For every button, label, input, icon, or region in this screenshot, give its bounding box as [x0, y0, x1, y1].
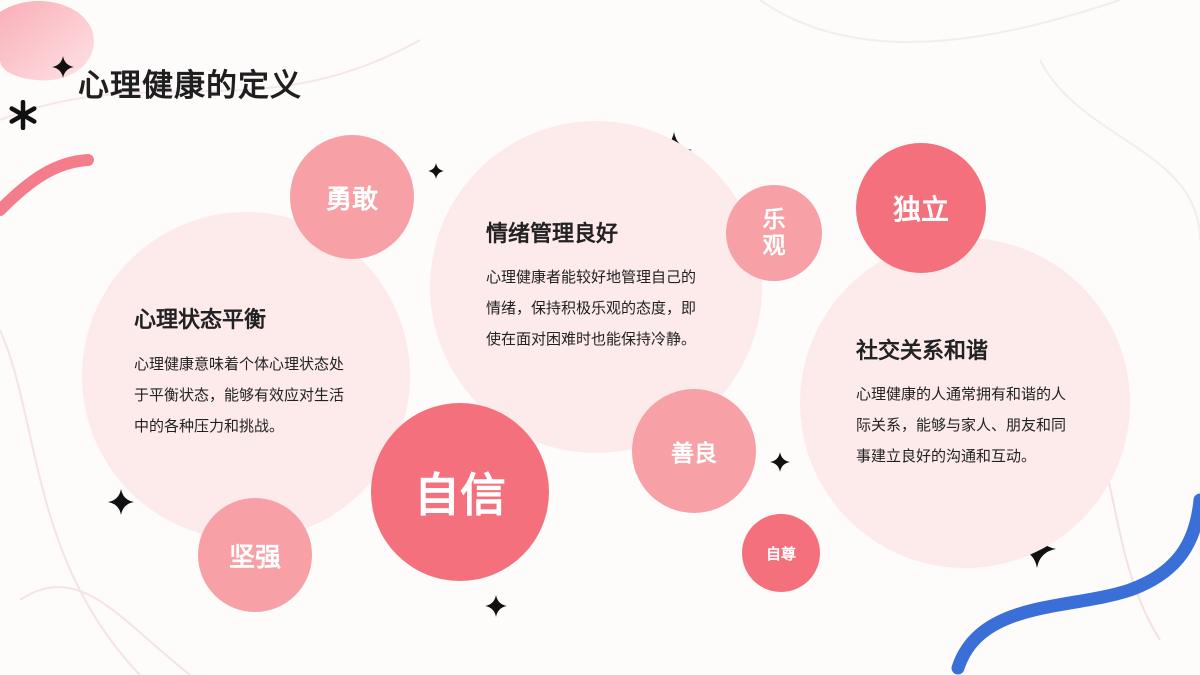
bubble-label: 自尊 — [765, 544, 796, 563]
bubble-kind: 善良 — [632, 389, 756, 513]
bubble-label: 坚强 — [228, 542, 281, 573]
page-title: 心理健康的定义 — [78, 68, 302, 104]
sparkle-icon — [485, 595, 507, 617]
card-title-balance: 心理状态平衡 — [134, 308, 267, 333]
sparkle-icon — [770, 452, 790, 472]
sparkle-icon — [428, 163, 444, 179]
bubble-label: 自信 — [414, 468, 506, 522]
bubble-confident: 自信 — [371, 403, 549, 581]
card-background-circle — [82, 212, 410, 540]
bubble-label: 独立 — [892, 193, 949, 226]
asterisk-icon — [9, 100, 37, 130]
bubble-strong: 坚强 — [198, 498, 312, 612]
sparkle-icon — [52, 56, 74, 78]
bubble-self-respect: 自尊 — [742, 514, 820, 592]
card-body-balance: 心理健康意味着个体心理状态处于平衡状态，能够有效应对生活中的各种压力和挑战。 — [134, 355, 345, 435]
bubble-label: 善良 — [671, 441, 717, 467]
bubble-label: 勇敢 — [325, 184, 378, 215]
card-title-social: 社交关系和谐 — [856, 339, 989, 364]
bubble-independent: 独立 — [856, 143, 986, 273]
bubble-brave: 勇敢 — [290, 135, 414, 259]
card-title-emotion: 情绪管理良好 — [486, 222, 619, 247]
sparkle-icon — [108, 489, 134, 515]
bubble-optimistic: 乐观 — [726, 185, 822, 281]
card-body-social: 心理健康的人通常拥有和谐的人际关系，能够与家人、朋友和同事建立良好的沟通和互动。 — [856, 385, 1067, 465]
card-background-circle — [800, 238, 1130, 568]
bubble-label: 乐观 — [762, 207, 786, 259]
card-body-emotion: 心理健康者能较好地管理自己的情绪，保持积极乐观的态度，即使在面对困难时也能保持冷… — [486, 268, 697, 348]
